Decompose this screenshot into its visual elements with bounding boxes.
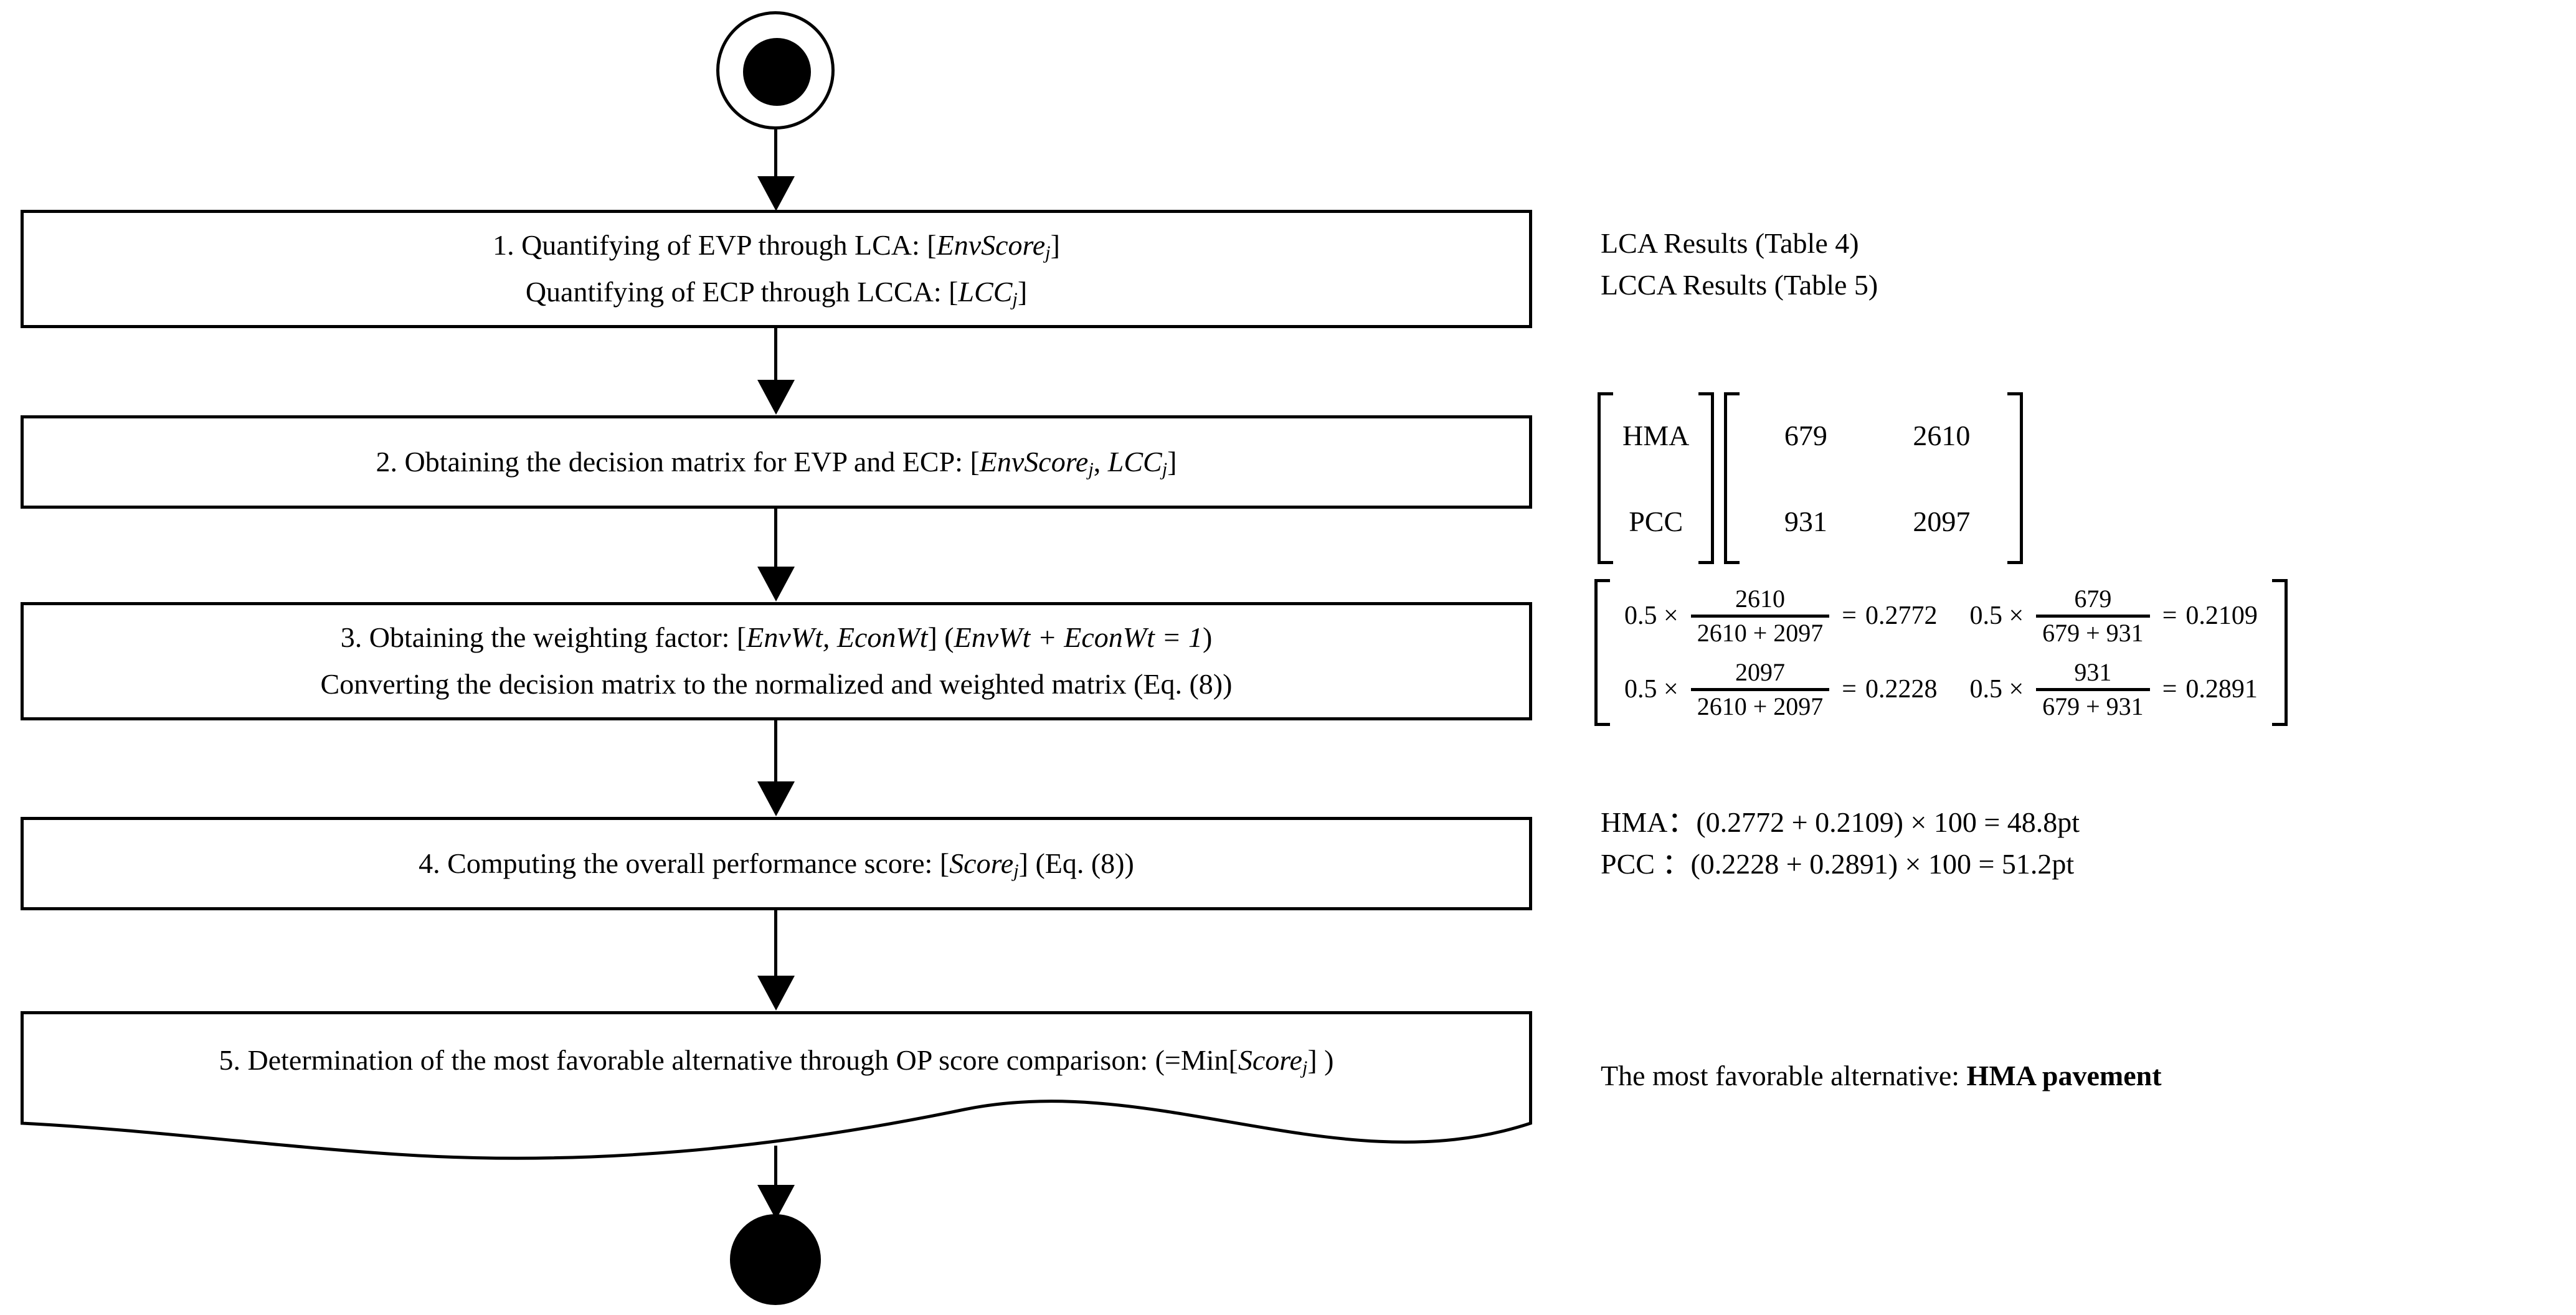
weighted-matrix: 0.5 × 2610 2610 + 2097 = 0.2772 0.5 × xyxy=(1594,579,2288,726)
fraction-bar xyxy=(2036,687,2150,691)
fraction-denominator: 2610 + 2097 xyxy=(1697,692,1824,720)
step-3-line-1: 3. Obtaining the weighting factor: [EnvW… xyxy=(340,621,1213,654)
annotation-decision-matrix: HMA PCC 679 2610 931 2097 xyxy=(1598,392,2024,564)
step-1-line-2: Quantifying of ECP through LCCA: [LCCj] xyxy=(525,276,1028,310)
pcc-score-line: PCC ：(0.2228 + 0.2891) × 100 = 51.2pt xyxy=(1601,847,2075,880)
fraction-result: 0.2109 xyxy=(2185,601,2258,630)
fraction: 2097 2610 + 2097 xyxy=(1690,658,1830,720)
matrix-cell: 2610 xyxy=(1913,419,1971,451)
connector-step5-to-end xyxy=(757,1146,812,1220)
connector-start-to-step1 xyxy=(757,130,812,211)
fraction-denominator: 2610 + 2097 xyxy=(1697,618,1824,647)
fraction-numerator: 2097 xyxy=(1735,658,1785,687)
conclusion-prefix: The most favorable alternative: xyxy=(1601,1060,1967,1091)
weighted-matrix-cell: 0.5 × 2097 2610 + 2097 = 0.2228 xyxy=(1608,653,1953,726)
end-node xyxy=(730,1214,821,1305)
fraction-numerator: 2610 xyxy=(1735,585,1785,613)
step-5-line-1: 5. Determination of the most favorable a… xyxy=(219,1044,1148,1076)
step-3-line-2: Converting the decision matrix to the no… xyxy=(320,668,1233,700)
step-4-box[interactable]: 4. Computing the overall performance sco… xyxy=(21,817,1532,910)
matrix-row-label: HMA xyxy=(1622,419,1690,451)
conclusion-answer: HMA pavement xyxy=(1966,1060,2162,1091)
step-2-line-1: 2. Obtaining the decision matrix for EVP… xyxy=(376,445,1177,480)
fraction-numerator: 931 xyxy=(2074,658,2112,687)
start-node xyxy=(716,11,835,130)
step-5-text: 5. Determination of the most favorable a… xyxy=(21,1037,1532,1084)
fraction-result: 0.2772 xyxy=(1865,601,1938,630)
step-5-document-outline xyxy=(21,1011,1532,1160)
matrix-row-label: PCC xyxy=(1629,505,1683,537)
annotation-results-tables: LCA Results (Table 4) LCCA Results (Tabl… xyxy=(1601,223,1878,306)
lcca-results-label: LCCA Results (Table 5) xyxy=(1601,268,1878,301)
coefficient: 0.5 × xyxy=(1969,601,2024,630)
matrix-cell: 2097 xyxy=(1913,505,1971,537)
step-5-line-2: (=Min[Scorej] ) xyxy=(1155,1044,1334,1078)
fraction-denominator: 679 + 931 xyxy=(2042,692,2144,720)
hma-score-line: HMA：(0.2772 + 0.2109) × 100 = 48.8pt xyxy=(1601,806,2080,838)
equals-sign: = xyxy=(1842,675,1857,704)
step-1-box[interactable]: 1. Quantifying of EVP through LCA: [EnvS… xyxy=(21,210,1532,328)
step-2-box[interactable]: 2. Obtaining the decision matrix for EVP… xyxy=(21,415,1532,509)
weighted-matrix-cell: 0.5 × 931 679 + 931 = 0.2891 xyxy=(1953,653,2273,726)
connector-step3-to-step4 xyxy=(757,720,812,817)
step-5-box[interactable]: 5. Determination of the most favorable a… xyxy=(21,1011,1532,1160)
decision-matrix-labels: HMA PCC xyxy=(1598,392,1715,564)
weighted-matrix-cell: 0.5 × 679 679 + 931 = 0.2109 xyxy=(1953,579,2273,653)
step-4-line-1: 4. Computing the overall performance sco… xyxy=(419,847,1134,882)
matrix-cell: 679 xyxy=(1784,419,1827,451)
fraction-result: 0.2228 xyxy=(1865,675,1938,704)
fraction-bar xyxy=(1690,614,1830,618)
connector-step4-to-step5 xyxy=(757,910,812,1011)
fraction: 679 679 + 931 xyxy=(2036,585,2150,646)
lca-results-label: LCA Results (Table 4) xyxy=(1601,227,1859,259)
coefficient: 0.5 × xyxy=(1624,601,1679,630)
matrix-cell: 931 xyxy=(1784,505,1827,537)
weighted-matrix-cell: 0.5 × 2610 2610 + 2097 = 0.2772 xyxy=(1608,579,1953,653)
start-node-fill xyxy=(743,38,811,106)
annotation-overall-scores: HMA：(0.2772 + 0.2109) × 100 = 48.8pt PCC… xyxy=(1601,802,2080,885)
fraction-bar xyxy=(1690,687,1830,691)
equals-sign: = xyxy=(1842,601,1857,630)
step-1-line-1: 1. Quantifying of EVP through LCA: [EnvS… xyxy=(493,229,1060,264)
decision-matrix-values: 679 2610 931 2097 xyxy=(1724,392,2024,564)
equals-sign: = xyxy=(2162,675,2177,704)
fraction-denominator: 679 + 931 xyxy=(2042,618,2144,647)
annotation-conclusion: The most favorable alternative: HMA pave… xyxy=(1601,1055,2162,1097)
equals-sign: = xyxy=(2162,601,2177,630)
coefficient: 0.5 × xyxy=(1624,675,1679,704)
coefficient: 0.5 × xyxy=(1969,675,2024,704)
fraction-bar xyxy=(2036,614,2150,618)
connector-step1-to-step2 xyxy=(757,328,812,415)
fraction-numerator: 679 xyxy=(2074,585,2112,613)
connector-step2-to-step3 xyxy=(757,509,812,602)
fraction: 931 679 + 931 xyxy=(2036,658,2150,720)
step-3-box[interactable]: 3. Obtaining the weighting factor: [EnvW… xyxy=(21,602,1532,720)
fraction: 2610 2610 + 2097 xyxy=(1690,585,1830,647)
annotation-weighted-matrix: 0.5 × 2610 2610 + 2097 = 0.2772 0.5 × xyxy=(1594,579,2288,726)
fraction-result: 0.2891 xyxy=(2185,675,2258,704)
